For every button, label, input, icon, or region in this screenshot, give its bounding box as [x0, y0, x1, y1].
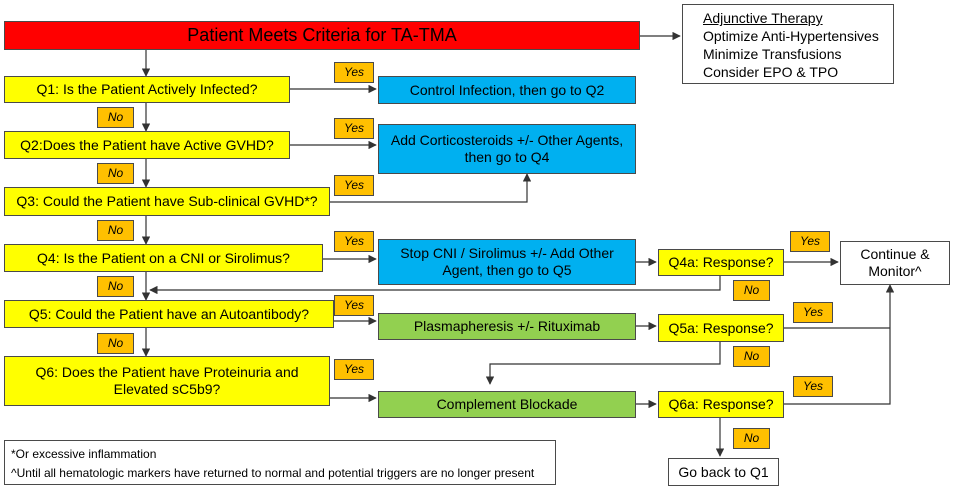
no-label: No: [97, 333, 134, 354]
action-corticosteroids: Add Corticosteroids +/- Other Agents, th…: [378, 124, 636, 174]
yes-label: Yes: [334, 62, 374, 83]
no-label: No: [733, 428, 770, 449]
adjunctive-item: Consider EPO & TPO: [703, 64, 839, 80]
response-q6a: Q6a: Response?: [658, 391, 784, 418]
action-control-infection: Control Infection, then go to Q2: [378, 76, 636, 104]
no-label: No: [97, 107, 134, 128]
yes-label: Yes: [793, 302, 833, 323]
no-label: No: [97, 220, 134, 241]
question-q4: Q4: Is the Patient on a CNI or Sirolimus…: [4, 244, 323, 272]
question-q1: Q1: Is the Patient Actively Infected?: [4, 76, 290, 103]
yes-label: Yes: [334, 175, 374, 196]
arrow-r4-no: [149, 276, 721, 295]
arrow-r6-continue: [784, 284, 895, 405]
action-complement-blockade: Complement Blockade: [378, 391, 636, 418]
question-q3: Q3: Could the Patient have Sub-clinical …: [4, 187, 330, 216]
footnote-box: *Or excessive inflammation ^Until all he…: [4, 440, 556, 485]
yes-label: Yes: [334, 118, 374, 139]
yes-label: Yes: [793, 376, 833, 397]
action-plasmapheresis: Plasmapheresis +/- Rituximab: [378, 313, 636, 340]
footnote: ^Until all hematologic markers have retu…: [11, 466, 535, 480]
question-q5: Q5: Could the Patient have an Autoantibo…: [4, 300, 334, 328]
yes-label: Yes: [334, 359, 374, 380]
action-stop-cni: Stop CNI / Sirolimus +/- Add Other Agent…: [378, 239, 636, 285]
question-q6: Q6: Does the Patient have Proteinuria an…: [4, 356, 330, 406]
footnote: *Or excessive inflammation: [11, 447, 157, 461]
arrow-q3-a2: [330, 173, 532, 203]
outcome-continue-monitor: Continue & Monitor^: [840, 241, 950, 285]
no-label: No: [97, 163, 134, 184]
question-q2: Q2:Does the Patient have Active GVHD?: [4, 131, 290, 159]
yes-label: Yes: [790, 231, 830, 252]
yes-label: Yes: [334, 231, 374, 252]
arrow-r5-no: [485, 342, 721, 385]
no-label: No: [733, 280, 770, 301]
no-label: No: [733, 346, 770, 367]
adjunctive-therapy-box: Adjunctive Therapy Optimize Anti-Hyperte…: [682, 4, 894, 84]
adjunctive-title: Adjunctive Therapy: [703, 10, 823, 26]
yes-label: Yes: [334, 295, 374, 316]
no-label: No: [97, 276, 134, 297]
start-box: Patient Meets Criteria for TA-TMA: [4, 21, 640, 50]
response-q5a: Q5a: Response?: [658, 314, 784, 342]
adjunctive-item: Minimize Transfusions: [703, 46, 842, 62]
adjunctive-item: Optimize Anti-Hypertensives: [703, 28, 879, 44]
response-q4a: Q4a: Response?: [658, 249, 784, 276]
outcome-go-back: Go back to Q1: [668, 458, 779, 486]
